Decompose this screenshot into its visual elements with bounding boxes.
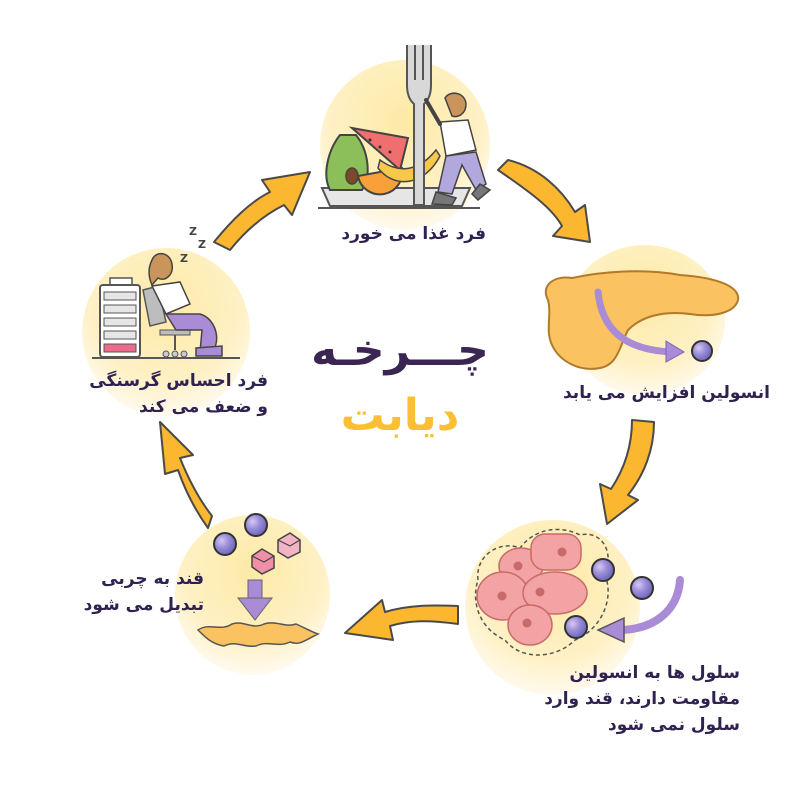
- step-label-eat: فرد غذا می خورد: [318, 222, 486, 246]
- cells-icon: [474, 528, 684, 656]
- step-label-hunger: فرد احساس گرسنگی و ضعف می کند: [30, 368, 268, 420]
- title-line-1: چـــرخـه: [311, 325, 489, 376]
- svg-text:Z: Z: [189, 225, 197, 238]
- label-line: سلول نمی شود: [608, 715, 740, 735]
- arrow-fat-to-hunger: [159, 421, 213, 529]
- svg-text:Z: Z: [198, 238, 206, 251]
- title-line-2: دیابت: [340, 390, 460, 441]
- label-line: قند به چربی: [101, 569, 204, 589]
- step-label-fat: قند به چربی تبدیل می شود: [60, 566, 204, 618]
- label-line: مقاومت دارند، قند وارد: [544, 689, 740, 709]
- fork-plate-fruits-icon: [318, 45, 492, 209]
- step-label-resistance: سلول ها به انسولین مقاومت دارند، قند وار…: [500, 660, 740, 738]
- label-line: سلول ها به انسولین: [569, 663, 740, 683]
- cycle-arrows: [159, 159, 655, 641]
- label-line: فرد غذا می خورد: [341, 224, 486, 244]
- label-line: فرد احساس گرسنگی: [89, 371, 268, 391]
- arrow-resistance-to-fat: [344, 599, 459, 641]
- label-line: انسولین افزایش می یابد: [562, 383, 770, 403]
- arrow-hunger-to-eat: [213, 171, 311, 251]
- label-line: تبدیل می شود: [83, 595, 204, 615]
- step-label-insulin: انسولین افزایش می یابد: [530, 381, 770, 405]
- pancreas-icon: [544, 270, 740, 370]
- arrow-insulin-to-resistance: [599, 419, 655, 525]
- tired-person-battery-icon: [92, 252, 240, 359]
- sugar-to-fat-icon: [196, 513, 321, 648]
- svg-text:Z: Z: [180, 252, 188, 265]
- sleep-z-icon: Z Z Z: [180, 225, 206, 265]
- arrow-eat-to-insulin: [497, 159, 591, 243]
- label-line: و ضعف می کند: [139, 397, 268, 417]
